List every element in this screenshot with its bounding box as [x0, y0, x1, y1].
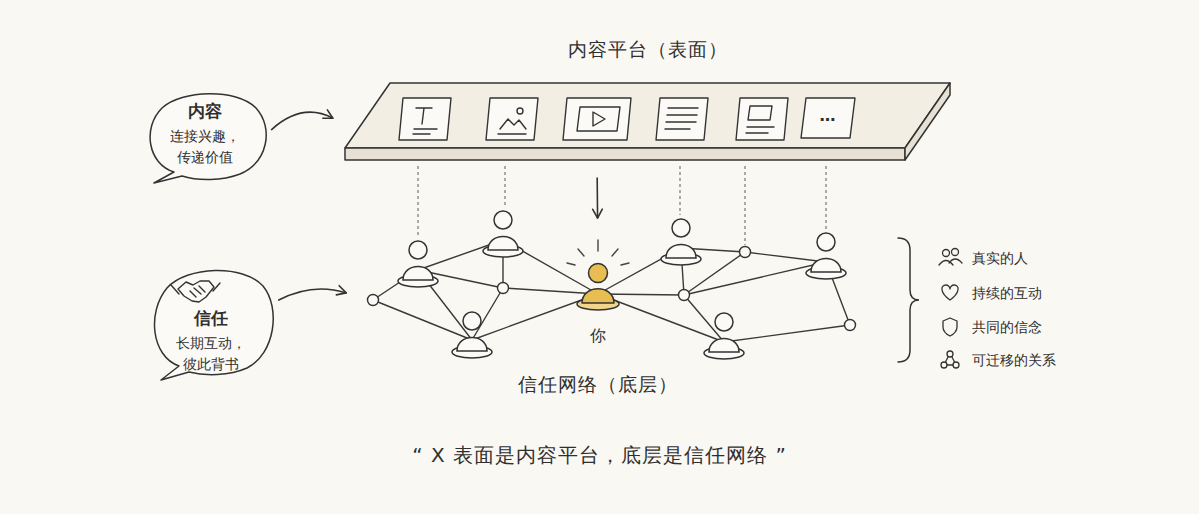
node-body: 连接兴趣，传递价值 — [166, 126, 244, 168]
node-heading: … — [800, 98, 855, 134]
person-icon — [704, 313, 744, 359]
network-links — [502, 240, 503, 288]
network-links — [472, 288, 503, 340]
arrow-head — [323, 110, 333, 118]
network-dots — [368, 247, 856, 331]
legend-item: 持续的互动 — [972, 283, 1042, 303]
person-icon — [806, 233, 846, 279]
legend-text: 可迁移的关系 — [972, 350, 1056, 370]
you-person: 你 — [576, 262, 620, 348]
person-icon — [661, 219, 701, 265]
more-card: … — [800, 98, 855, 138]
legend-item: 共同的信念 — [972, 317, 1042, 337]
person-icon — [483, 211, 523, 257]
person-icon — [398, 241, 438, 287]
network-dots — [845, 320, 856, 331]
highlight-rays — [567, 240, 629, 265]
legend-text: 真实的人 — [972, 248, 1028, 268]
legend-icons — [939, 249, 962, 369]
network-people — [398, 211, 846, 359]
network-dots — [740, 247, 751, 258]
network-links — [745, 252, 826, 262]
connector-line — [279, 289, 346, 300]
connector-line — [272, 112, 333, 129]
node-heading: 内容平台（表面） — [340, 36, 955, 62]
network-links — [503, 240, 598, 294]
legend-item: 真实的人 — [972, 248, 1028, 268]
network-links — [724, 325, 850, 342]
person-icon — [452, 312, 492, 358]
connector-arrow — [272, 110, 333, 130]
leader-lines — [504, 166, 505, 207]
slab-front — [345, 148, 905, 160]
speech-bubble: 内容连接兴趣，传递价值 — [140, 88, 270, 183]
legend-icons — [947, 351, 953, 357]
network-links — [598, 248, 681, 294]
legend-icons — [943, 318, 957, 336]
network-links — [373, 300, 472, 340]
network-links — [418, 270, 472, 340]
legend-text: 共同的信念 — [972, 317, 1042, 337]
legend-icons — [953, 362, 959, 368]
network-links — [503, 288, 598, 294]
network-links — [373, 270, 418, 300]
curly-bracket — [898, 238, 919, 362]
network-links — [681, 248, 684, 295]
legend-icons — [946, 357, 955, 365]
connector-arrow — [279, 286, 346, 300]
speech-bubble: 信任长期互动，彼此背书 — [145, 262, 277, 380]
person-body — [582, 289, 614, 303]
curly-bracket — [898, 238, 919, 362]
card-outline — [801, 98, 855, 138]
leader-lines — [679, 166, 680, 215]
node-heading: 信任 — [145, 307, 277, 329]
arrow-head — [593, 209, 603, 218]
legend-icons — [943, 250, 950, 257]
connector-arrow — [593, 178, 603, 218]
network-links — [826, 262, 850, 325]
network-dots — [368, 295, 379, 306]
highlight-rays — [567, 240, 629, 265]
leader-lines — [825, 166, 826, 229]
caption: “ X 表面是内容平台，底层是信任网络 ” — [0, 440, 1199, 470]
legend-icons — [942, 285, 958, 300]
network-links — [684, 252, 745, 295]
leader-lines — [744, 166, 745, 245]
node-heading: 你 — [576, 326, 620, 346]
leader-lines — [417, 166, 418, 236]
network-links — [681, 248, 745, 252]
network-links — [684, 262, 826, 295]
network-links — [418, 240, 503, 270]
connector-line — [596, 178, 598, 218]
legend-icons — [952, 249, 959, 256]
leader-lines — [418, 166, 826, 245]
network-links — [684, 295, 724, 342]
network-links — [373, 240, 850, 342]
node-heading: 内容 — [140, 100, 270, 122]
legend-item: 可迁移的关系 — [972, 350, 1056, 370]
node-body: 长期互动，彼此背书 — [172, 333, 250, 375]
node-heading: 信任网络（底层） — [350, 370, 845, 398]
person-head — [589, 264, 608, 283]
legend-icons — [939, 259, 962, 265]
network-dots — [679, 290, 690, 301]
content-platform: 内容平台（表面） … — [340, 36, 955, 166]
slab-side — [905, 83, 950, 160]
trust-network: 信任网络（底层） 你 — [350, 200, 845, 400]
slab-top — [345, 83, 950, 148]
network-links — [418, 270, 503, 288]
arrow-head — [336, 286, 346, 295]
legend-text: 持续的互动 — [972, 283, 1042, 303]
network-dots — [498, 283, 509, 294]
legend-icons — [941, 362, 947, 368]
